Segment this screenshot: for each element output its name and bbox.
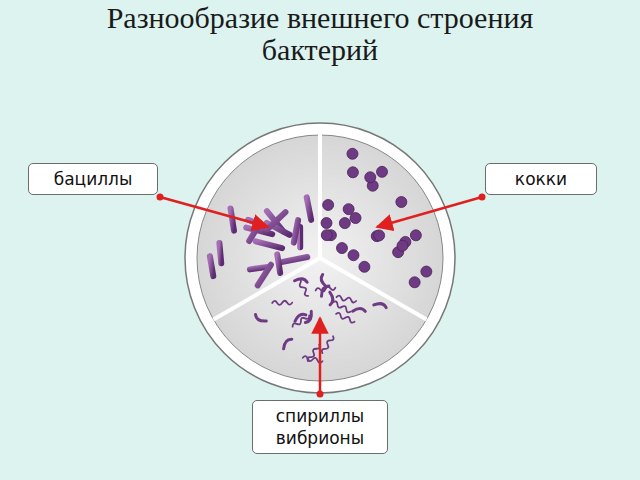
spirillum-strand (353, 306, 366, 315)
coccus-dot (365, 172, 376, 183)
label-text: спириллы вибрионы (276, 405, 365, 449)
spirillum-strand (335, 312, 355, 323)
coccus-dot (350, 213, 361, 224)
spirillum-strand (326, 292, 335, 305)
sector-dividers (214, 134, 427, 320)
leader-lines (160, 197, 482, 394)
coccus-dot (339, 218, 350, 229)
coccus-dot (374, 230, 385, 241)
bacillus-rod (280, 257, 307, 262)
spirillum-strand (332, 300, 352, 313)
coccus-dot (321, 230, 332, 241)
spirillum-strand (374, 300, 387, 311)
bacillus-rod (258, 265, 271, 286)
spirillum-strand (295, 276, 308, 286)
bacillus-rod (268, 212, 286, 229)
spirillum-strand (336, 295, 356, 303)
spirillum-strand (291, 314, 310, 329)
spirillum-strand (281, 338, 294, 349)
spirillum-strand (272, 301, 292, 305)
spirillum-strand (254, 312, 266, 325)
label-box: бациллы (28, 163, 158, 195)
spirillum-strand (321, 335, 335, 354)
coccus-dot (396, 196, 407, 207)
coccus-dot (321, 218, 332, 229)
label-text: кокки (496, 168, 586, 190)
coccus-dot (348, 250, 359, 261)
label-box: спириллы вибрионы (252, 400, 388, 454)
bacillus-rod (249, 223, 260, 241)
coccus-dot (336, 243, 347, 254)
coccus-dot (377, 166, 388, 177)
coccus-dot (410, 230, 421, 241)
leader-dots (157, 194, 486, 398)
dish-rim (185, 123, 455, 393)
spirillum-strand (321, 274, 327, 286)
coccus-dot (421, 266, 432, 277)
coccus-dot (343, 204, 354, 215)
coccus-dot (347, 167, 358, 178)
coccus-dot (409, 277, 420, 288)
coccus-dot (347, 148, 358, 159)
coccus-dot (359, 261, 370, 272)
bacillus-rod (294, 220, 298, 242)
bacillus-rod (231, 209, 234, 231)
bacillus-rod (210, 256, 213, 276)
label-box: кокки (485, 163, 597, 195)
bacillus-rod (307, 197, 311, 220)
bacillus-rod (219, 243, 221, 263)
coccus-dot (397, 240, 408, 251)
bacillus-rod (256, 241, 282, 248)
slide-title: Разнообразие внешнего строения бактерий (60, 2, 580, 66)
label-text: бациллы (39, 168, 147, 190)
bacillus-rod (277, 254, 280, 273)
spirillum-strand (318, 285, 331, 296)
spirillum-strand (294, 314, 307, 322)
coccus-dot (323, 199, 334, 210)
